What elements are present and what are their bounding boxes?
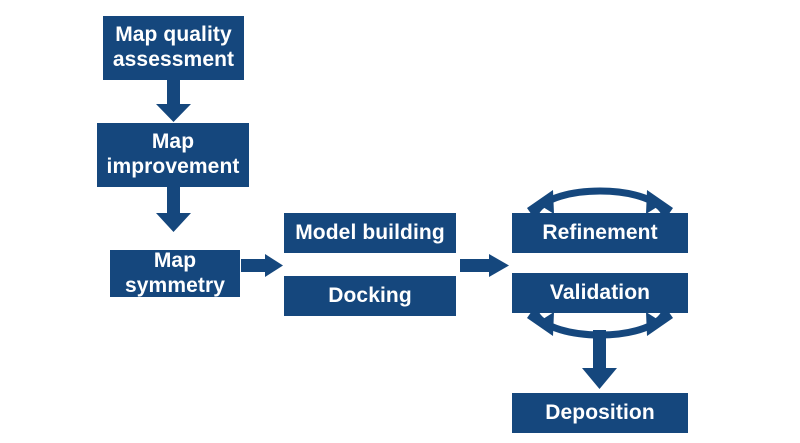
node-docking[interactable]: Docking: [284, 276, 456, 316]
edge-quality-to-improvement: [156, 80, 191, 122]
node-label: Docking: [328, 283, 412, 307]
edge-improvement-to-symmetry: [156, 187, 191, 232]
node-label: Model building: [295, 220, 445, 244]
edge-symmetry-to-building: [241, 254, 283, 277]
node-map-quality-assessment[interactable]: Map quality assessment: [103, 16, 244, 80]
node-deposition[interactable]: Deposition: [512, 393, 688, 433]
node-label: Map symmetry: [124, 248, 226, 297]
edge-building-to-refinement: [460, 254, 509, 277]
node-validation[interactable]: Validation: [512, 273, 688, 313]
node-map-improvement[interactable]: Map improvement: [97, 123, 249, 187]
node-map-symmetry[interactable]: Map symmetry: [110, 248, 240, 297]
node-model-building[interactable]: Model building: [284, 213, 456, 253]
node-label: Map quality assessment: [112, 23, 235, 71]
node-label: Refinement: [542, 220, 658, 244]
edge-validation-to-deposition: [582, 330, 617, 389]
node-refinement[interactable]: Refinement: [512, 213, 688, 253]
node-label: Deposition: [545, 400, 655, 424]
node-label: Map improvement: [106, 130, 240, 178]
node-label: Validation: [549, 280, 651, 304]
